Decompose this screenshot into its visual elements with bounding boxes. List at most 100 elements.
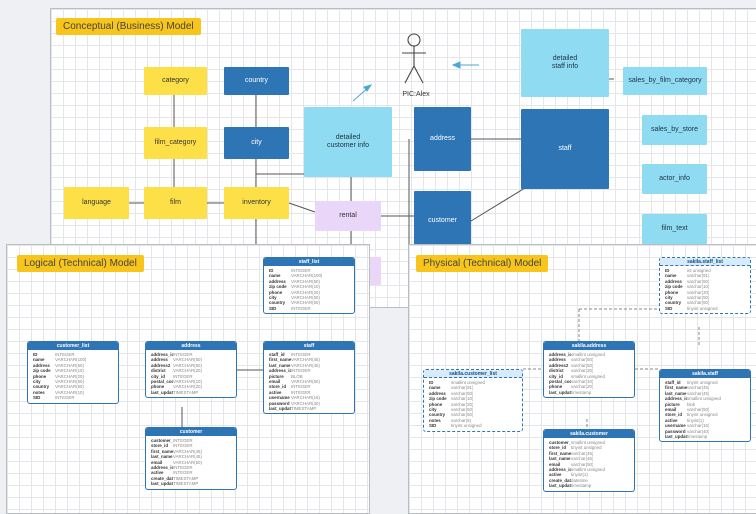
- entity-film-category[interactable]: film_category: [144, 127, 207, 159]
- column-type: INTEGER: [173, 352, 193, 357]
- column-type: INTEGER: [291, 305, 311, 311]
- column-type: VARCHAR(100): [55, 357, 87, 363]
- column-name: address_id: [151, 352, 173, 357]
- column-type: blob: [687, 401, 696, 407]
- column-name: last_name: [269, 362, 291, 368]
- logical-table-customer[interactable]: customercustomer_idINTEGERstore_idINTEGE…: [145, 427, 237, 490]
- column-name: create_date: [151, 475, 173, 481]
- column-name: active: [665, 417, 678, 423]
- column-type: timestamp: [571, 483, 592, 489]
- column-name: create_date: [549, 477, 571, 483]
- column-name: country: [665, 300, 682, 306]
- column-name: staff_id: [665, 380, 681, 385]
- entity-customer[interactable]: customer: [414, 191, 471, 251]
- column-type: varchar(50): [687, 300, 710, 306]
- column-name: SID: [33, 395, 41, 401]
- table-row: active INTEGER: [151, 470, 231, 475]
- column-type: varchar(20): [571, 368, 594, 374]
- label-sales-by-film-category[interactable]: sales_by_film_category: [623, 67, 707, 95]
- column-name: name: [269, 273, 281, 279]
- column-name: ID: [269, 268, 274, 273]
- entity-city[interactable]: city: [224, 127, 289, 159]
- column-type: INTEGER: [173, 470, 193, 476]
- column-name: zip code: [33, 368, 51, 374]
- column-name: postal_code: [151, 378, 173, 384]
- entity-rental[interactable]: rental: [315, 201, 381, 231]
- entity-country[interactable]: country: [224, 67, 289, 95]
- entity-address[interactable]: address: [414, 107, 471, 171]
- table-header: sakila.staff_list: [660, 258, 750, 266]
- column-type: TIMESTAMP: [291, 405, 317, 411]
- column-type: VARCHAR(20): [173, 368, 202, 374]
- label-sales-by-store[interactable]: sales_by_store: [642, 115, 707, 145]
- column-type: varchar(50): [571, 357, 594, 363]
- column-name: active: [549, 472, 562, 478]
- column-type: varchar(40): [687, 428, 710, 434]
- column-type: varchar(91): [451, 385, 474, 391]
- conceptual-model-panel: Conceptual (Business) Model PIC:Alex cat…: [50, 8, 756, 308]
- entity-film[interactable]: film: [144, 187, 207, 219]
- entity-category[interactable]: category: [144, 67, 207, 95]
- column-type: INTEGER: [55, 395, 75, 401]
- column-name: address: [269, 278, 286, 284]
- column-type: TIMESTAMP: [173, 389, 199, 395]
- label-film-text[interactable]: film_text: [642, 214, 707, 244]
- column-type: varchar(10): [687, 284, 710, 290]
- column-name: address_id: [665, 396, 687, 402]
- label-detailed-staff-info[interactable]: detailed staff info: [521, 29, 609, 97]
- label-actor-info[interactable]: actor_info: [642, 164, 707, 194]
- entity-staff[interactable]: staff: [521, 109, 609, 189]
- column-type: VARCHAR(20): [55, 373, 84, 379]
- label-detailed-customer-info[interactable]: detailed customer info: [304, 107, 392, 177]
- column-type: VARCHAR(100): [291, 273, 323, 279]
- column-type: VARCHAR(50): [291, 294, 320, 300]
- column-name: phone: [429, 401, 443, 407]
- column-name: SID: [665, 305, 673, 311]
- entity-inventory[interactable]: inventory: [224, 187, 289, 219]
- column-name: name: [665, 273, 677, 279]
- column-name: customer_id: [549, 440, 571, 445]
- column-type: VARCHAR(10): [55, 368, 84, 374]
- column-type: varchar(45): [687, 385, 710, 391]
- column-type: smallint unsigned: [687, 396, 721, 402]
- column-name: active: [269, 389, 282, 395]
- column-name: active: [151, 470, 164, 476]
- table-row: country varchar(50): [665, 300, 745, 305]
- column-type: VARCHAR(10): [55, 389, 84, 395]
- column-type: tinyint(1): [687, 417, 704, 423]
- table-header: sakila.customer_list: [424, 370, 522, 378]
- table-row: SID INTEGER: [33, 395, 113, 400]
- entity-language[interactable]: language: [64, 187, 129, 219]
- column-name: address_id: [269, 368, 291, 374]
- column-name: first_name: [665, 385, 687, 391]
- column-type: varchar(45): [571, 456, 594, 462]
